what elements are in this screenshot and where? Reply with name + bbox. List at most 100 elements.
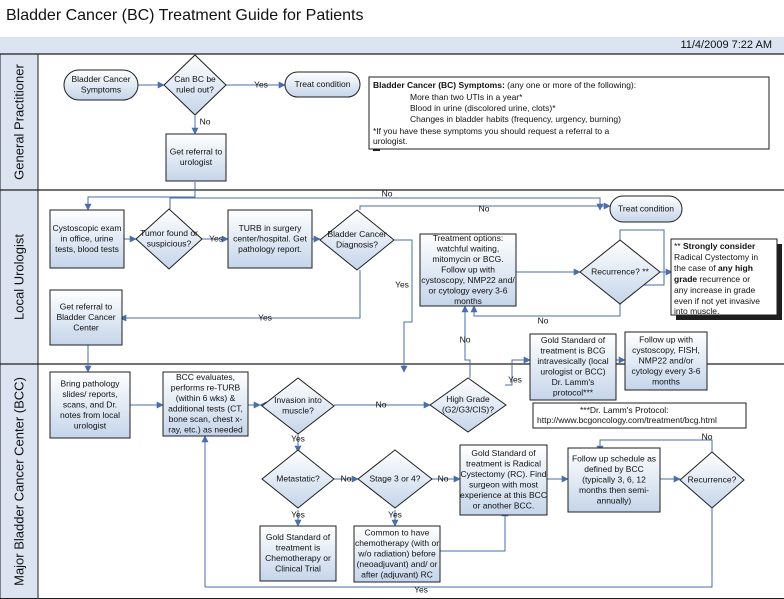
process-box <box>49 209 125 269</box>
process-box <box>165 133 227 182</box>
connector-arrow <box>394 239 413 373</box>
strong-consider-note <box>670 238 778 316</box>
lane-label-gp: General Practitioner <box>11 64 26 180</box>
edge-label: No <box>460 334 471 344</box>
decision-diamond <box>135 208 203 270</box>
lane-header-local <box>0 189 39 365</box>
process-box <box>529 333 617 401</box>
node-treat1: Treat condition <box>284 71 361 98</box>
connector-arrow <box>169 197 604 211</box>
node-high-grade: High Grade(G2/G3/CIS)? <box>429 377 507 433</box>
edge-label: Yes <box>395 279 409 289</box>
date-stamp: 11/4/2009 7:22 AM <box>680 39 772 51</box>
node-text: Treat condition <box>295 79 351 89</box>
lane-label-local: Local Urologist <box>11 234 26 320</box>
edge-label: Yes <box>291 433 305 443</box>
date-bar: 11/4/2009 7:22 AM <box>0 37 784 54</box>
connector-arrow <box>440 509 509 552</box>
node-treat2: Treat condition <box>609 195 683 223</box>
page-title: Bladder Cancer (BC) Treatment Guide for … <box>6 7 364 24</box>
edge-label: No <box>479 203 490 213</box>
title-bar: Bladder Cancer (BC) Treatment Guide for … <box>0 0 784 37</box>
node-stage34: Stage 3 or 4? <box>357 449 433 509</box>
symptoms-footnote: *If you have these symptoms you should r… <box>373 126 610 136</box>
decision-diamond <box>579 239 661 305</box>
process-box <box>624 331 708 391</box>
lane-label-major: Major Bladder Cancer Center (BCC) <box>11 377 26 586</box>
edge-label: No <box>702 431 713 441</box>
process-box <box>49 289 123 346</box>
symptoms-note-title: Bladder Cancer (BC) Symptoms: (any one o… <box>373 80 636 90</box>
edge-label: Yes <box>258 312 272 322</box>
node-text: High Grade(G2/G3/CIS)? <box>442 394 494 415</box>
connector-arrow <box>359 202 611 210</box>
decision-diamond <box>261 377 335 435</box>
edge-label: Yes <box>508 374 522 384</box>
edge-label: No <box>382 188 393 198</box>
node-text: Treat condition <box>618 203 674 213</box>
decision-diamond <box>163 54 227 116</box>
decision-diamond <box>429 377 507 433</box>
decision-diamond <box>261 449 335 509</box>
process-box <box>459 444 548 516</box>
connector-arrow <box>470 305 621 317</box>
node-text: BCC evaluates,performs re-TURB(within 6 … <box>168 372 243 435</box>
node-text: Stage 3 or 4? <box>369 473 420 483</box>
symptom-item: Blood in urine (discolored urine, clots)… <box>410 103 556 113</box>
edge-label: Yes <box>254 79 268 89</box>
decision-diamond <box>357 449 433 509</box>
decision-diamond <box>679 451 745 509</box>
strong-consider-line: even if not yet invasive <box>674 296 760 306</box>
connector-arrow <box>596 439 713 457</box>
connector-arrow <box>201 435 713 588</box>
connector-arrow <box>461 305 471 378</box>
edge-label: No <box>376 399 387 409</box>
terminator-shape <box>284 71 361 98</box>
strong-consider-line: Radical Cystectomy in <box>674 252 758 262</box>
terminator-shape <box>63 69 139 101</box>
symptoms-footnote: urologist. <box>373 136 408 146</box>
process-box <box>259 525 337 582</box>
process-box <box>419 233 517 307</box>
lane-header-gp <box>0 53 39 191</box>
strong-consider-line: the case of any high <box>674 263 753 273</box>
node-treatment-options: Treatment options:watchful waiting,mitom… <box>419 233 517 307</box>
node-recurrence2: Recurrence? <box>679 451 745 509</box>
terminator-shape <box>609 195 683 223</box>
strong-consider-line: any increase in grade <box>674 285 756 295</box>
node-text: Recurrence? <box>688 474 737 484</box>
node-text: Recurrence? ** <box>591 266 649 276</box>
node-text: Treatment options:watchful waiting,mitom… <box>421 233 515 306</box>
process-box <box>567 447 661 513</box>
lamm-note-url: http://www.bcgoncology.com/treatment/bcg… <box>537 415 717 425</box>
edge-label: Yes <box>388 509 402 519</box>
edge-label: Yes <box>414 584 428 594</box>
edge-label: No <box>538 315 549 325</box>
connector-arrow <box>505 356 531 386</box>
node-text: Metastatic? <box>276 473 320 483</box>
